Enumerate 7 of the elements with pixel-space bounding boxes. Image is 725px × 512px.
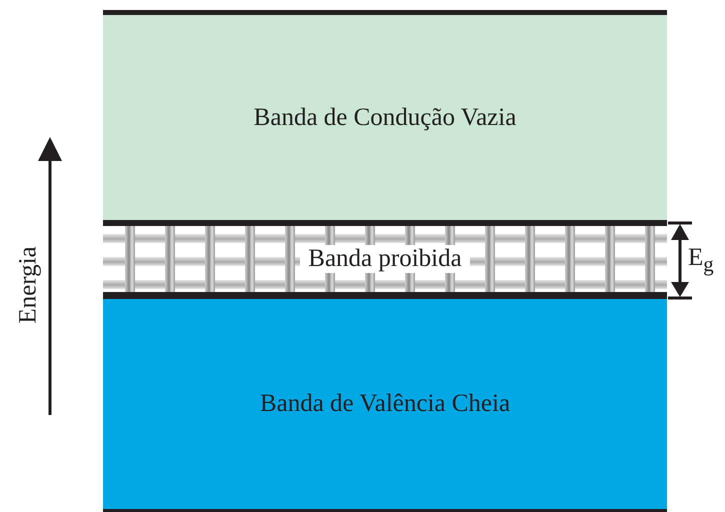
gap-label: E$_{g}$ bbox=[688, 244, 714, 277]
band-label: Banda proibida bbox=[300, 245, 470, 273]
axis-label: Energia bbox=[14, 246, 42, 324]
valence-band bbox=[103, 299, 667, 512]
band-label: Banda de Valência Cheia bbox=[260, 390, 510, 418]
band-label: Banda de Condução Vazia bbox=[254, 104, 516, 132]
conduction-band bbox=[103, 10, 667, 226]
